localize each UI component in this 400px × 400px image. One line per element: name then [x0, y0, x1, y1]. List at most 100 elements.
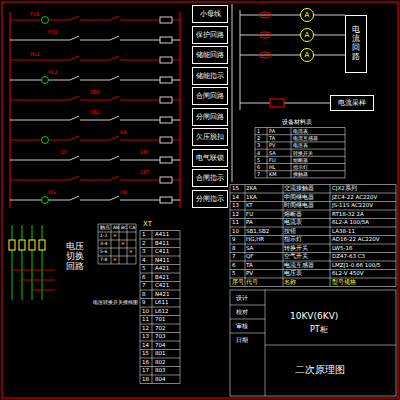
drawing-label: 10 [142, 309, 149, 315]
drawing-label: 电流互感器 [284, 263, 314, 269]
drawing-label: 按钮 [284, 229, 296, 235]
drawing-label: KT [246, 203, 253, 209]
drawing-label: 6L2-V 450V [332, 271, 364, 277]
drawing-label: C411 [155, 249, 169, 255]
drawing-label: 中间继电器 [284, 195, 314, 201]
node-text: 欠压脱扣 [196, 132, 224, 142]
drawing-label: 5 [232, 271, 236, 277]
drawing-label: RT18-32 2A [332, 212, 364, 218]
drawing-label: 16 [142, 360, 149, 366]
drawing-label: 审核 [236, 323, 248, 329]
node-text: 电流回路 [352, 26, 360, 61]
drawing-label: A411 [155, 232, 169, 238]
drawing-label: 名称 [284, 280, 296, 286]
drawing-label: B421 [155, 275, 169, 281]
drawing-label: 803 [155, 368, 166, 374]
drawing-label: 1KA [246, 195, 257, 201]
drawing-label: CA [129, 226, 135, 231]
drawing-label: HL1 [30, 52, 40, 57]
drawing-label: LW5-16 [332, 246, 352, 252]
drawing-label: 6 [142, 275, 146, 281]
drawing-label: 2KA [246, 186, 257, 192]
drawing-label: CJX2系列 [332, 186, 357, 192]
drawing-label: 空气开关 [284, 254, 308, 260]
drawing-label: 指示灯 [284, 237, 302, 243]
drawing-label: 7 [142, 283, 146, 289]
circuit-label-box: 分闸回路 [192, 108, 228, 126]
drawing-label: 电压转换开关接线图 [93, 300, 138, 305]
drawing-label: 3 [142, 249, 146, 255]
drawing-label: 转换开关 [293, 151, 313, 156]
node-text: A [305, 31, 310, 39]
drawing-label: 701 [155, 317, 166, 323]
drawing-label: 5 [257, 158, 260, 163]
drawing-label: 5-6 [100, 250, 107, 255]
circuit-label-box: 电气联锁 [192, 149, 228, 167]
node-text: A [305, 11, 310, 19]
drawing-label: 指示灯 [293, 165, 308, 170]
drawing-label: 802 [155, 360, 166, 366]
drawing-label: 7 [257, 172, 260, 177]
ammeter-symbol: A [300, 28, 314, 42]
drawing-label: 电流互感器 [293, 136, 318, 141]
drawing-label: N421 [155, 292, 170, 298]
circuit-label-box: 储能回路 [192, 46, 228, 64]
drawing-label: A421 [155, 266, 169, 272]
drawing-label: DZ47-63 C3 [332, 254, 365, 260]
drawing-label: HR [120, 190, 127, 195]
drawing-label: 13 [232, 203, 239, 209]
node-text: 电流采样 [338, 98, 366, 108]
drawing-label: HL2 [48, 70, 58, 75]
drawing-label: 3-4 [100, 242, 107, 247]
drawing-label: × [121, 242, 125, 247]
drawing-label: 电流表 [284, 220, 302, 226]
drawing-label: AB [113, 226, 119, 231]
drawing-label: AD16-22 AC220V [332, 237, 380, 243]
circuit-label-box: 分闸指示 [192, 190, 228, 208]
node-text: 分闸回路 [196, 112, 224, 122]
drawing-label: PV [269, 143, 275, 148]
drawing-label: SA [269, 151, 276, 156]
drawing-label: × [113, 258, 117, 263]
drawing-label: 8 [232, 246, 236, 252]
drawing-label: 10 [232, 229, 239, 235]
node-text: 保护回路 [196, 30, 224, 40]
drawing-label: 12 [232, 212, 239, 218]
drawing-label: JZC4-22 AC220V [332, 195, 377, 201]
drawing-label: 17 [142, 368, 149, 374]
drawing-label: 8 [142, 292, 146, 298]
drawing-label: 二次原理图 [295, 365, 345, 375]
circuit-label-box: 电压切换回路 [60, 232, 90, 282]
drawing-label: 4 [257, 151, 260, 156]
drawing-label: KM [140, 150, 148, 155]
drawing-label: SB2 [90, 110, 100, 115]
drawing-label: LMZJ1-0.66 100/5 [332, 263, 381, 269]
drawing-label: BC [121, 226, 127, 231]
drawing-label: 交流接触器 [284, 186, 314, 192]
node-text: A [305, 51, 310, 59]
drawing-label: 1-2 [100, 234, 107, 239]
circuit-label-box: 合闸指示 [192, 169, 228, 187]
drawing-label: 7-8 [100, 258, 107, 263]
drawing-label: 704 [155, 343, 166, 349]
drawing-label: 5 [142, 266, 146, 272]
circuit-label-box: 储能指示 [192, 67, 228, 85]
node-text: 储能指示 [196, 71, 224, 81]
drawing-label: LA38-11 [332, 229, 355, 235]
drawing-label: PT柜 [310, 326, 328, 334]
drawing-label: 1 [257, 129, 260, 134]
drawing-label: TA [269, 136, 275, 141]
circuit-label-box: 电流回路 [345, 15, 367, 73]
drawing-label: C421 [155, 283, 169, 289]
drawing-label: 11 [142, 317, 149, 323]
drawing-label: SA [246, 246, 253, 252]
drawing-label: 11 [232, 220, 239, 226]
node-text: 合闸回路 [196, 91, 224, 101]
circuit-label-box: 小母线 [192, 5, 228, 23]
drawing-label: 设备材料表 [282, 119, 312, 125]
drawing-label: B411 [155, 241, 169, 247]
drawing-label: 9 [142, 300, 146, 306]
drawing-label: XT [143, 221, 152, 228]
drawing-label: 校对 [236, 309, 248, 315]
